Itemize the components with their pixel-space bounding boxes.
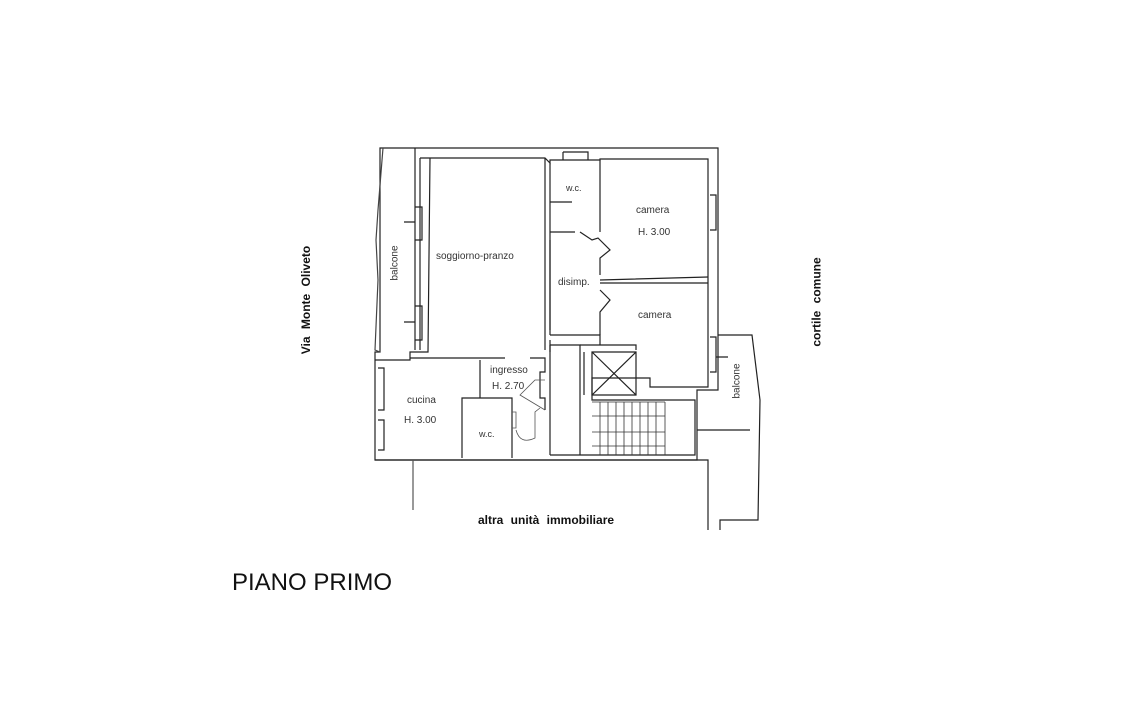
street-label-west: Via Monte Oliveto: [299, 245, 314, 355]
room-height-ingresso: H. 2.70: [492, 381, 525, 392]
inner-wall: [430, 157, 709, 456]
plan-title: PIANO PRIMO: [232, 569, 393, 596]
outer-wall: [374, 147, 719, 461]
room-label-wc-top: w.c.: [566, 183, 582, 193]
room-label-camera-2: camera: [638, 310, 672, 321]
balcone-west-outline: [374, 147, 384, 353]
room-height-camera-1: H. 3.00: [638, 227, 671, 238]
room-label-balcone-west: balcone: [389, 245, 401, 281]
room-label-camera-1: camera: [636, 205, 670, 216]
room-label-ingresso: ingresso: [490, 365, 528, 376]
room-label-cucina: cucina: [407, 395, 436, 406]
room-label-balcone-east: balcone: [731, 363, 743, 399]
room-height-cucina: H. 3.00: [404, 415, 437, 426]
room-label-soggiorno: soggiorno-pranzo: [436, 251, 514, 262]
room-label-disimpegno: disimp.: [558, 277, 590, 288]
street-label-south: altra unità immobiliare: [478, 513, 615, 527]
street-label-east: cortile comune: [809, 257, 824, 347]
stairs: [592, 401, 666, 455]
room-label-wc-bottom: w.c.: [479, 429, 495, 439]
